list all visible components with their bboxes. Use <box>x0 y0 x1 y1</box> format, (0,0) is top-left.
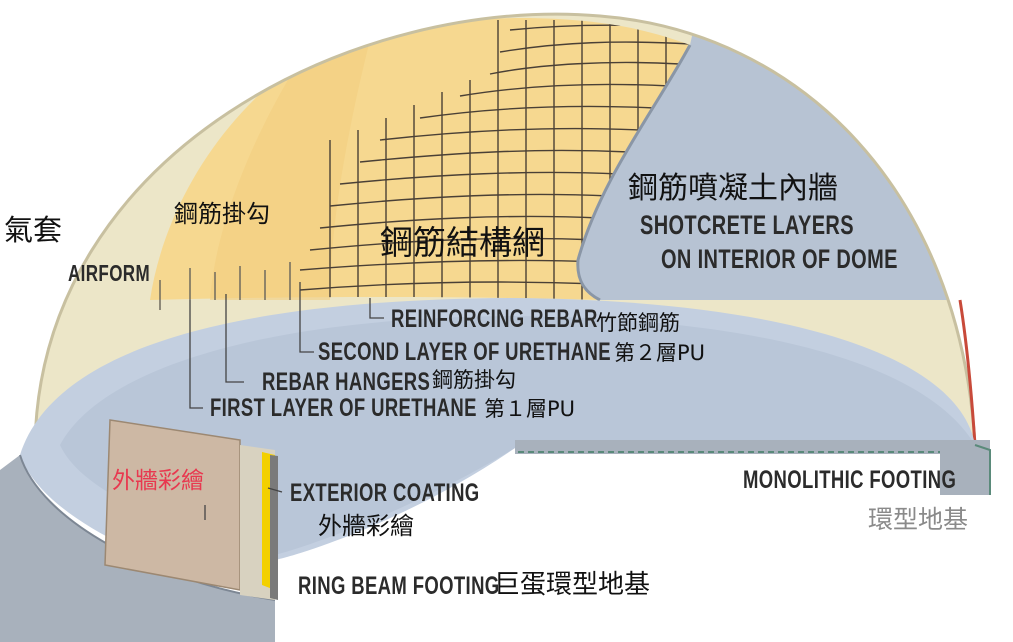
label-ring-beam-footing: RING BEAM FOOTING <box>298 574 500 599</box>
label-airform: AIRFORM <box>68 262 150 285</box>
label-air-jacket-zh: 氣套 <box>4 216 62 245</box>
label-bamboo-rebar-zh: 竹節鋼筋 <box>596 313 680 334</box>
label-shotcrete-interior: ON INTERIOR OF DOME <box>661 246 898 273</box>
label-big-ring-footing-zh: 巨蛋環型地基 <box>494 572 650 598</box>
label-rebar-hooks-zh: 鋼筋掛勾 <box>432 370 516 391</box>
label-second-urethane: SECOND LAYER OF URETHANE <box>318 340 611 365</box>
label-second-pu-zh: 第２層PU <box>614 343 705 364</box>
label-reinforcing-rebar: REINFORCING REBAR <box>391 307 598 332</box>
label-rebar-hooks-top-zh: 鋼筋掛勾 <box>174 202 270 226</box>
label-first-urethane: FIRST LAYER OF URETHANE <box>210 396 477 421</box>
label-monolithic-footing: MONOLITHIC FOOTING <box>743 468 956 493</box>
label-exterior-coating: EXTERIOR COATING <box>290 481 480 506</box>
exterior-coating-panel <box>105 420 240 590</box>
label-exterior-paint-zh: 外牆彩繪 <box>318 514 414 538</box>
label-ring-footing-zh: 環型地基 <box>868 507 968 532</box>
label-shotcrete-wall-zh: 鋼筋噴凝土內牆 <box>628 174 838 204</box>
label-first-pu-zh: 第１層PU <box>484 399 575 420</box>
label-exterior-paint-red-zh: 外牆彩繪 <box>112 470 204 493</box>
label-rebar-mesh-zh: 鋼筋結構網 <box>380 226 545 259</box>
label-shotcrete-layers: SHOTCRETE LAYERS <box>640 212 854 239</box>
label-rebar-hangers: REBAR HANGERS <box>262 370 430 395</box>
